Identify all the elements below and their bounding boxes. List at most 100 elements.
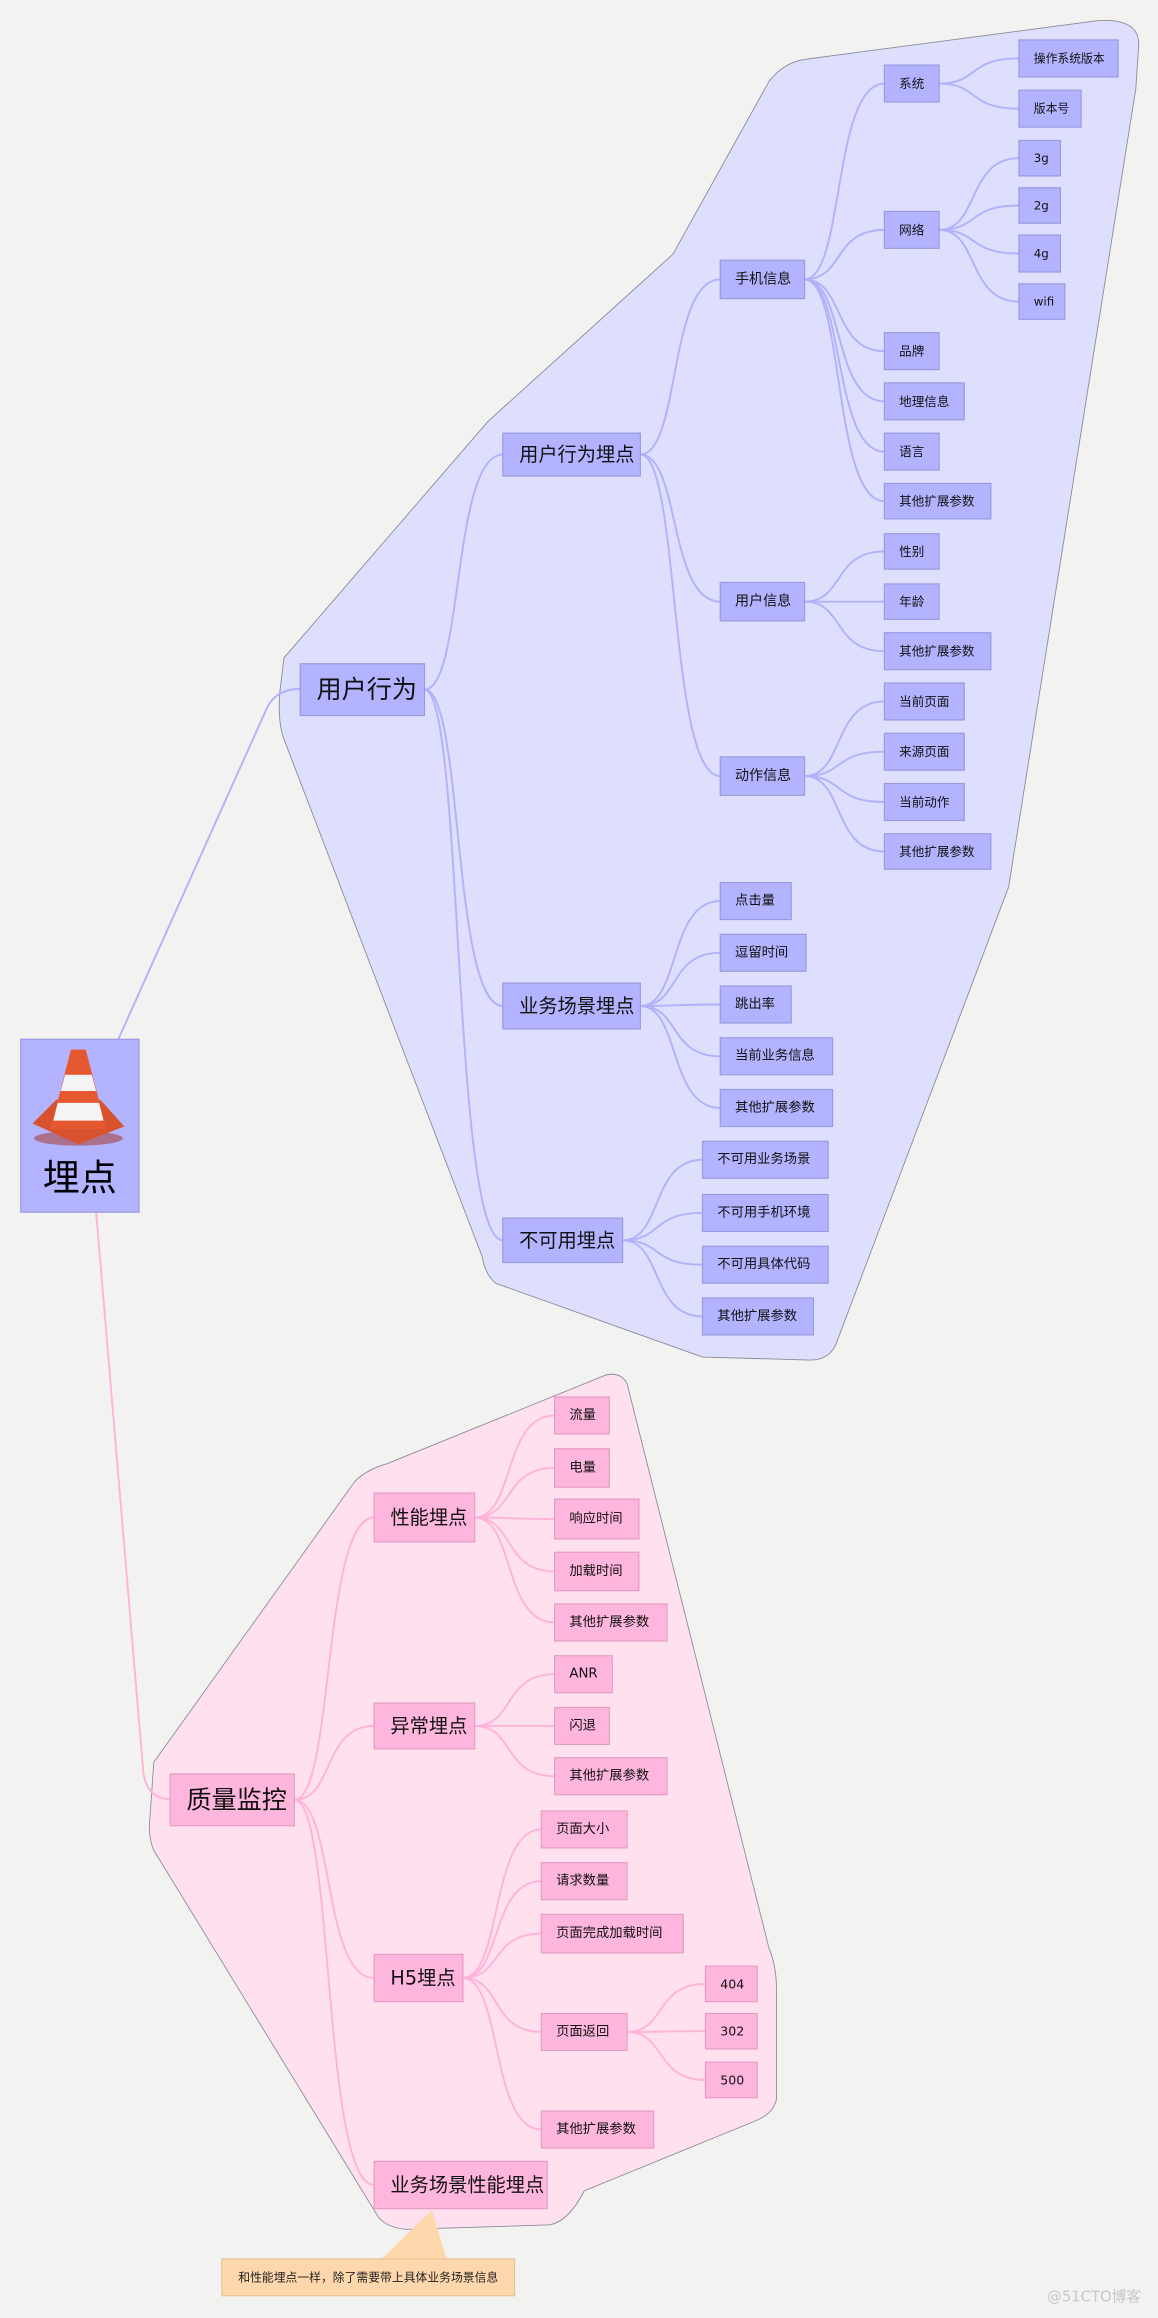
node-box	[719, 933, 807, 972]
mindmap-node[interactable]: 其他扩展参数	[883, 833, 992, 870]
node-box	[719, 1088, 834, 1128]
node-box	[883, 210, 940, 249]
mindmap-node[interactable]: 流量	[554, 1396, 610, 1435]
node-box	[883, 64, 940, 103]
node-label: 页面大小	[556, 1821, 609, 1837]
node-box	[701, 1297, 815, 1336]
mindmap-node[interactable]: 其他扩展参数	[719, 1088, 834, 1128]
node-label: 品牌	[899, 344, 924, 359]
mindmap-node[interactable]: ANR	[554, 1655, 613, 1694]
node-box	[719, 1037, 834, 1076]
mindmap-node[interactable]: 3g	[1018, 139, 1061, 177]
node-box	[373, 2160, 548, 2210]
connector-line	[640, 951, 721, 1007]
node-box	[719, 985, 792, 1024]
connector-line	[804, 775, 885, 803]
mindmap-node[interactable]: 动作信息	[719, 756, 806, 796]
mindmap-node[interactable]: 当前业务信息	[719, 1037, 834, 1076]
mindmap-node[interactable]: 性能埋点	[373, 1492, 476, 1543]
mindmap-node[interactable]: 响应时间	[554, 1498, 640, 1540]
mindmap-node[interactable]: 系统	[883, 64, 940, 103]
mindmap-node[interactable]: 版本号	[1018, 89, 1082, 128]
mindmap-node[interactable]: wifi	[1018, 283, 1066, 320]
connector-line	[939, 57, 1019, 85]
mindmap-node[interactable]: 年龄	[883, 583, 940, 621]
node-label: 年龄	[899, 594, 925, 609]
node-box	[719, 581, 806, 622]
mindmap-node[interactable]: 其他扩展参数	[883, 482, 992, 520]
mindmap-node[interactable]: 质量监控	[169, 1773, 295, 1827]
mindmap-node[interactable]: 地理信息	[883, 382, 965, 421]
mindmap-node[interactable]: 业务场景埋点	[502, 982, 641, 1030]
mindmap-node[interactable]: 加载时间	[554, 1551, 640, 1592]
node-box	[883, 432, 940, 471]
mindmap-node[interactable]: 不可用具体代码	[701, 1245, 829, 1284]
mindmap-node[interactable]: 不可用手机环境	[701, 1193, 829, 1233]
node-box	[554, 1448, 610, 1488]
connector-line	[640, 453, 721, 778]
mindmap-node[interactable]: 页面返回	[540, 2012, 628, 2052]
node-box	[540, 1810, 628, 1849]
node-label: 其他扩展参数	[899, 494, 975, 509]
connector-line	[939, 82, 1019, 110]
mindmap-node[interactable]: 来源页面	[883, 732, 965, 771]
root-node[interactable]: 埋点	[20, 1038, 140, 1213]
mindmap-node[interactable]: 手机信息	[719, 259, 806, 300]
node-label: 用户信息	[735, 593, 791, 610]
mindmap-node[interactable]: 业务场景性能埋点	[373, 2160, 548, 2210]
mindmap-node[interactable]: 语言	[883, 432, 940, 471]
mindmap-node[interactable]: 跳出率	[719, 985, 792, 1024]
mindmap-node[interactable]: 2g	[1018, 187, 1061, 224]
mindmap-node[interactable]: 请求数量	[540, 1862, 628, 1901]
mindmap-node[interactable]: 其他扩展参数	[883, 632, 992, 671]
node-box	[554, 1551, 640, 1592]
mindmap-node[interactable]: 用户行为埋点	[502, 432, 641, 477]
mindmap-node[interactable]: 当前动作	[883, 782, 965, 822]
connector-line	[939, 157, 1019, 231]
node-label: 来源页面	[899, 744, 949, 759]
root-label: 埋点	[43, 1157, 117, 1200]
node-box	[883, 382, 965, 421]
mindmap-node[interactable]: 当前页面	[883, 682, 965, 721]
mindmap-node[interactable]: 操作系统版本	[1018, 39, 1119, 78]
node-label: 不可用手机环境	[717, 1204, 810, 1220]
mindmap-node[interactable]: 不可用埋点	[502, 1217, 624, 1264]
mindmap-node[interactable]: 性别	[883, 533, 940, 570]
mindmap-node[interactable]: 其他扩展参数	[701, 1297, 815, 1336]
mindmap-node[interactable]: 网络	[883, 210, 940, 249]
mindmap-node[interactable]: H5埋点	[373, 1953, 464, 2003]
mindmap-node[interactable]: 用户行为	[299, 663, 426, 717]
mindmap-node[interactable]: 不可用业务场景	[701, 1140, 829, 1179]
node-label: 响应时间	[569, 1510, 622, 1526]
mindmap-node[interactable]: 302	[704, 2012, 758, 2050]
mindmap-node[interactable]: 页面大小	[540, 1810, 628, 1849]
connector-line	[474, 1724, 555, 1778]
mindmap-node[interactable]: 品牌	[883, 332, 940, 371]
mindmap-node[interactable]: 用户信息	[719, 581, 806, 622]
node-box	[502, 432, 641, 477]
note-callout-pointer	[381, 2210, 447, 2259]
mindmap-node[interactable]: 404	[704, 1965, 758, 2003]
node-label: ANR	[569, 1667, 597, 1682]
mindmap-node[interactable]: 其他扩展参数	[540, 2110, 655, 2149]
mindmap-node[interactable]: 闪退	[554, 1706, 610, 1746]
connector-line	[622, 1239, 703, 1318]
node-label: 流量	[569, 1407, 596, 1423]
mindmap-node[interactable]: 其他扩展参数	[554, 1757, 668, 1796]
node-box	[704, 2012, 758, 2050]
node-box	[883, 833, 992, 870]
mindmap-node[interactable]: 逗留时间	[719, 933, 807, 972]
node-box	[554, 1706, 610, 1746]
mindmap-node[interactable]: 电量	[554, 1448, 610, 1488]
mindmap-node[interactable]: 异常埋点	[373, 1702, 476, 1750]
mindmap-node[interactable]: 页面完成加载时间	[540, 1913, 684, 1954]
mindmap-node[interactable]: 其他扩展参数	[554, 1603, 668, 1642]
connector-line	[424, 688, 503, 1007]
mindmap-node[interactable]: 500	[704, 2061, 758, 2099]
node-label: 电量	[569, 1459, 596, 1475]
mindmap-node[interactable]: 点击量	[719, 881, 792, 921]
node-label: 请求数量	[556, 1873, 609, 1889]
mindmap-node[interactable]: 4g	[1018, 234, 1061, 273]
node-label: 地理信息	[899, 394, 949, 409]
